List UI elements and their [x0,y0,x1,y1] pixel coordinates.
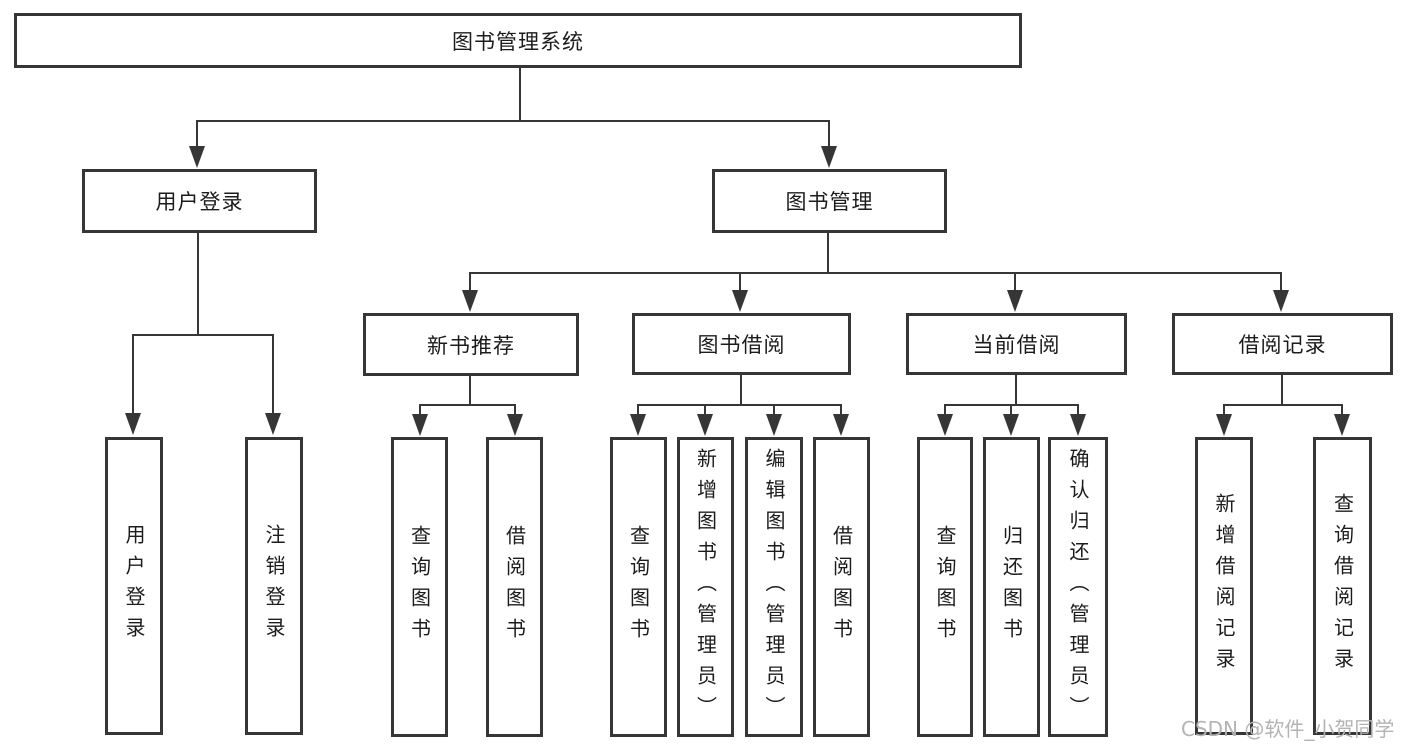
edge-borrow-record-branch-line [1223,404,1343,406]
node-leaf-rec-borrow-book: 借阅图书 [486,437,543,737]
csdn-watermark: CSDN @软件_小贺同学 [1181,717,1395,741]
arrowhead-new-book-recommend [462,290,478,312]
node-leaf-bb-add-book: 新增图书（管理员） [677,437,734,737]
edge-book-borrow-stem-line [740,375,742,406]
node-leaf-bb-borrow-book: 借阅图书 [813,437,870,737]
arrowhead-bb-edit [766,414,782,436]
edge-level3-branch-line [469,272,1282,274]
arrowhead-rec-query [412,414,428,436]
arrowhead-bb-borrow [833,414,849,436]
node-new-book-recommend: 新书推荐 [363,313,579,376]
node-leaf-cb-return-book: 归还图书 [983,437,1040,737]
node-leaf-bb-query-book: 查询图书 [610,437,667,737]
arrowhead-br-query [1334,414,1350,436]
edge-book-borrow-branch-line [637,404,842,406]
node-leaf-bb-edit-book: 编辑图书（管理员） [745,437,803,737]
edge-drop-cb-query-line [944,404,946,417]
node-book-management: 图书管理 [712,169,947,233]
edge-drop-leaf-logout-line [272,334,274,415]
arrowhead-br-add [1216,414,1232,436]
node-user-login: 用户登录 [82,169,317,233]
edge-drop-bb-query-line [637,404,639,417]
node-book-borrow: 图书借阅 [632,313,851,375]
node-leaf-br-query-record: 查询借阅记录 [1313,437,1372,735]
node-leaf-rec-query-book: 查询图书 [391,437,448,737]
arrowhead-current-borrow [1007,290,1023,312]
edge-user-login-branch-line [132,334,274,336]
edge-drop-current-borrow-line [1014,272,1016,292]
node-leaf-br-add-record: 新增借阅记录 [1195,437,1253,735]
edge-drop-borrow-record-line [1280,272,1282,292]
edge-drop-bb-add-line [704,404,706,417]
node-borrow-record: 借阅记录 [1172,313,1393,375]
edge-drop-rec-query-line [419,404,421,417]
edge-borrow-record-stem-line [1281,375,1283,406]
edge-book-management-stem-line [827,233,829,274]
edge-drop-br-add-line [1223,404,1225,417]
edge-recommend-stem-line [469,376,471,406]
arrowhead-leaf-login [125,413,141,435]
arrowhead-rec-borrow [507,414,523,436]
arrowhead-leaf-logout [265,413,281,435]
edge-recommend-branch-line [419,404,516,406]
edge-current-borrow-stem-line [1015,375,1017,406]
arrowhead-user-login [189,146,205,168]
arrowhead-cb-confirm [1070,414,1086,436]
arrowhead-bb-query [630,414,646,436]
arrowhead-cb-return [1003,414,1019,436]
node-current-borrow: 当前借阅 [906,313,1127,375]
edge-drop-book-borrow-line [739,272,741,292]
edge-root-stem-line [519,68,521,121]
arrowhead-bb-add [697,414,713,436]
edge-drop-bb-edit-line [773,404,775,417]
node-leaf-logout: 注销登录 [245,437,303,735]
edge-drop-leaf-login-line [132,334,134,415]
node-leaf-user-login: 用户登录 [105,437,163,735]
edge-user-login-stem-line [197,233,199,336]
arrowhead-book-management [821,146,837,168]
edge-drop-cb-confirm-line [1077,404,1079,417]
edge-drop-new-book-recommend-line [469,272,471,292]
node-root-system: 图书管理系统 [14,13,1022,68]
edge-drop-cb-return-line [1010,404,1012,417]
arrowhead-book-borrow [732,290,748,312]
node-leaf-cb-query-book: 查询图书 [917,437,973,737]
edge-drop-bb-borrow-line [840,404,842,417]
node-leaf-cb-confirm-return: 确认归还（管理员） [1048,437,1108,737]
arrowhead-borrow-record [1273,290,1289,312]
edge-drop-book-management-line [828,120,830,148]
arrowhead-cb-query [937,414,953,436]
edge-drop-br-query-line [1341,404,1343,417]
edge-level2-branch-line [196,120,830,122]
edge-drop-user-login-line [196,120,198,148]
edge-drop-rec-borrow-line [514,404,516,417]
